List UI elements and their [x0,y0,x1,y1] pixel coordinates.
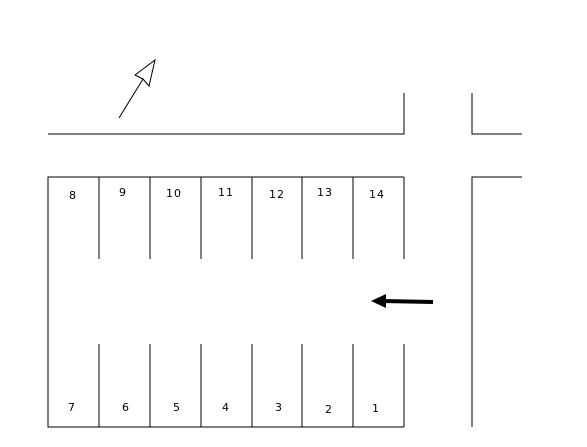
stall-label: 11 [218,186,234,199]
stall-label: 14 [369,188,385,201]
parking-lot-outline [47,176,405,428]
top-row-stall-labels: 8 9 10 11 12 13 14 [69,186,385,202]
bottom-stall-dividers [98,344,354,427]
stall-label: 3 [275,401,283,414]
stall-label: 8 [69,189,77,202]
stall-label: 4 [222,401,230,414]
top-stall-dividers [98,177,354,259]
stall-label: 1 [372,402,380,415]
stall-label: 5 [173,401,181,414]
left-arrow-icon [371,294,434,308]
stall-label: 7 [68,401,76,414]
bottom-row-stall-labels: 7 6 5 4 3 2 1 [68,401,380,416]
stall-label: 6 [122,401,130,414]
north-arrow-icon [118,58,156,119]
stall-label: 2 [325,403,333,416]
stall-label: 13 [317,186,333,199]
stall-label: 10 [166,187,182,200]
stall-label: 12 [269,188,285,201]
street-outline [48,93,522,427]
stall-label: 9 [119,186,127,199]
